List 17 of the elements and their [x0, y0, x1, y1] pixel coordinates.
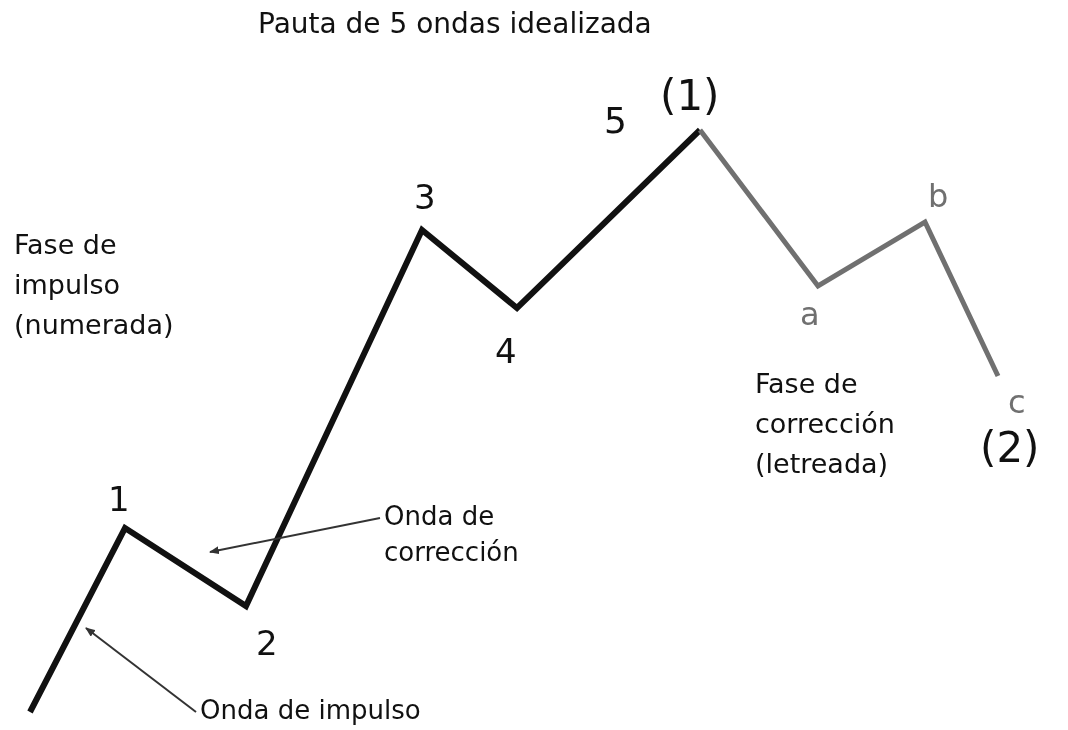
callout-text: Onda de impulso — [200, 692, 421, 728]
wave-number: 1 — [108, 480, 130, 520]
wave-number: (2) — [980, 424, 1040, 473]
leader-line — [209, 517, 381, 555]
callout-text: Onda de corrección — [384, 498, 564, 570]
wave-number: 3 — [414, 178, 436, 218]
wave-number: (1) — [660, 72, 720, 121]
wave-letter: b — [928, 178, 949, 215]
leader-line — [85, 627, 197, 713]
wave-number: 2 — [256, 624, 278, 664]
wave-letter: c — [1008, 384, 1026, 421]
title: Pauta de 5 ondas idealizada — [258, 8, 652, 41]
phase-label: Fase de impulso (numerada) — [14, 228, 175, 342]
wave-number: 4 — [495, 332, 517, 372]
wave-number: 5 — [604, 100, 627, 142]
phase-label: Fase de corrección (letreada) — [755, 367, 896, 481]
wave-letter: a — [800, 296, 820, 333]
